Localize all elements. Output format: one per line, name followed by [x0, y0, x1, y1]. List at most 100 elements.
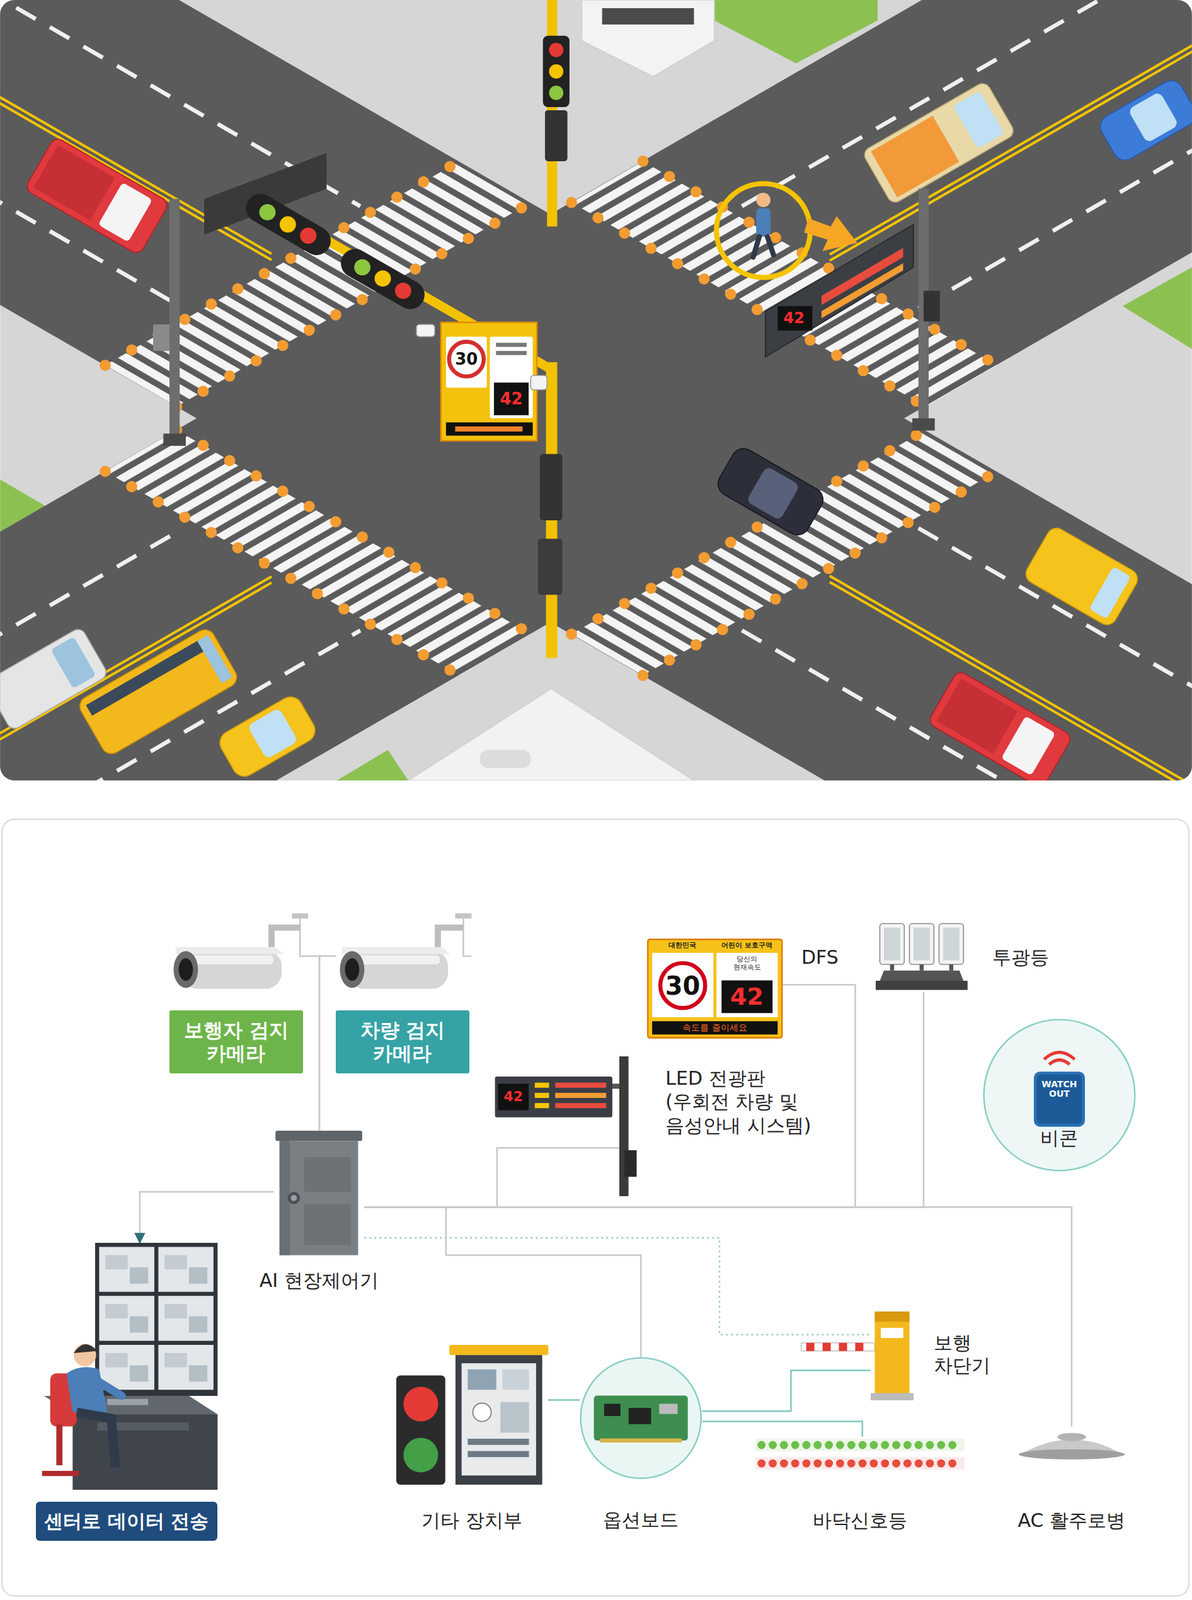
- ellipse-shape: [173, 951, 198, 988]
- path-shape: [176, 430, 531, 635]
- polygon-shape: [105, 161, 531, 407]
- rect-shape: [105, 1353, 128, 1368]
- rect-shape: [755, 1438, 965, 1451]
- rect-shape: [158, 1246, 213, 1292]
- circle-shape: [279, 216, 297, 233]
- sign-number: 30: [454, 350, 478, 368]
- rect-shape: [107, 1399, 149, 1406]
- path-shape: [463, 917, 472, 957]
- rect-shape: [76, 626, 241, 758]
- rect-shape: [822, 1343, 831, 1352]
- rect-shape: [246, 707, 298, 760]
- rect-shape: [912, 418, 935, 431]
- g-shape: [24, 136, 171, 256]
- rect-shape: [129, 1365, 149, 1382]
- polygon-shape: [571, 430, 997, 677]
- signal-poles: [153, 0, 940, 659]
- rect-shape: [467, 1438, 529, 1446]
- path-shape: [829, 0, 1192, 261]
- rect-shape: [806, 1343, 815, 1352]
- floodlight-node: 투광등: [875, 921, 968, 993]
- connector: [548, 1399, 580, 1402]
- path-shape: [342, 946, 451, 954]
- connector: [364, 1147, 620, 1208]
- sign-text: 대한민국: [652, 941, 714, 951]
- circle-shape: [548, 42, 564, 58]
- rect-shape: [534, 1093, 550, 1099]
- barrier-post: 보행 차단기: [870, 1311, 914, 1401]
- g-shape: [713, 444, 828, 540]
- device-icon: [875, 921, 968, 993]
- rect-shape: [599, 1438, 682, 1443]
- rect-shape: [500, 1402, 529, 1434]
- rect-shape: [624, 1150, 637, 1177]
- rect-shape: [713, 444, 828, 540]
- rect-shape: [948, 964, 953, 971]
- rect-shape: [189, 1365, 208, 1382]
- rect-shape: [923, 291, 940, 322]
- rect-shape: [652, 1021, 778, 1035]
- rect-shape: [72, 1414, 218, 1490]
- rect-shape: [943, 927, 960, 961]
- ai-controller: AI 현장제어기: [273, 1130, 365, 1256]
- rect-shape: [164, 1304, 188, 1319]
- rect-shape: [279, 1140, 359, 1256]
- sign-text: 속도를 줄이세요: [652, 1021, 778, 1035]
- polygon-shape: [821, 263, 904, 319]
- g-shape: [861, 80, 1017, 206]
- rect-shape: [275, 1130, 363, 1141]
- rect-shape: [659, 1404, 678, 1415]
- circle-shape: [403, 1386, 438, 1422]
- path-shape: [1048, 1059, 1070, 1065]
- rect-shape: [98, 1295, 154, 1341]
- ellipse-shape: [1018, 1449, 1125, 1460]
- rect-shape: [105, 1304, 128, 1319]
- connector: [364, 1207, 641, 1358]
- rect-shape: [1, 819, 1189, 1597]
- pedestrian-highlight: [716, 183, 858, 278]
- rect-shape: [467, 1450, 529, 1458]
- rect-shape: [890, 964, 894, 971]
- line-shape: [255, 199, 552, 370]
- rect-shape: [502, 1369, 529, 1390]
- device-label: 바닥신호등: [812, 1509, 908, 1533]
- rect-shape: [602, 8, 695, 25]
- rect-shape: [95, 1243, 218, 1397]
- control-center: 센터로 데이터 전송: [35, 1243, 220, 1543]
- rect-shape: [33, 144, 115, 220]
- rect-shape: [479, 749, 531, 768]
- rect-shape: [304, 1203, 352, 1245]
- rect-shape: [454, 426, 523, 432]
- rect-shape: [304, 1157, 352, 1192]
- path-shape: [0, 527, 184, 664]
- path-shape: [761, 1440, 959, 1450]
- path-shape: [571, 430, 926, 635]
- rect-shape: [913, 927, 930, 961]
- rect-shape: [883, 927, 901, 961]
- device-icon: [35, 1243, 220, 1543]
- sign-number: 42: [503, 1089, 523, 1104]
- rect-shape: [50, 636, 96, 690]
- connector: [702, 1370, 871, 1412]
- rect-shape: [495, 350, 527, 355]
- rect-shape: [544, 110, 568, 162]
- rect-shape: [555, 1093, 607, 1099]
- dfs-sign: 대한민국어린이 보호구역30당신의 현재속도42속도를 줄이세요DFS: [647, 938, 783, 1039]
- device-label: 옵션보드: [602, 1508, 679, 1532]
- rect-shape: [461, 1363, 536, 1476]
- rect-shape: [169, 199, 180, 445]
- g-shape: [105, 161, 998, 676]
- circle-shape: [354, 258, 371, 276]
- connector: [702, 1421, 863, 1438]
- path-shape: [76, 1412, 116, 1468]
- rect-shape: [875, 980, 968, 991]
- rect-shape: [927, 669, 1073, 781]
- device-icon: [579, 1357, 702, 1480]
- rect-shape: [98, 1246, 154, 1292]
- rect-shape: [1096, 76, 1192, 165]
- street-scene: [0, 0, 1192, 781]
- camera-node: 보행자 검지 카메라: [169, 913, 309, 1074]
- polygon-shape: [408, 688, 694, 781]
- rect-shape: [163, 433, 186, 446]
- device-label: 투광등: [992, 946, 1049, 969]
